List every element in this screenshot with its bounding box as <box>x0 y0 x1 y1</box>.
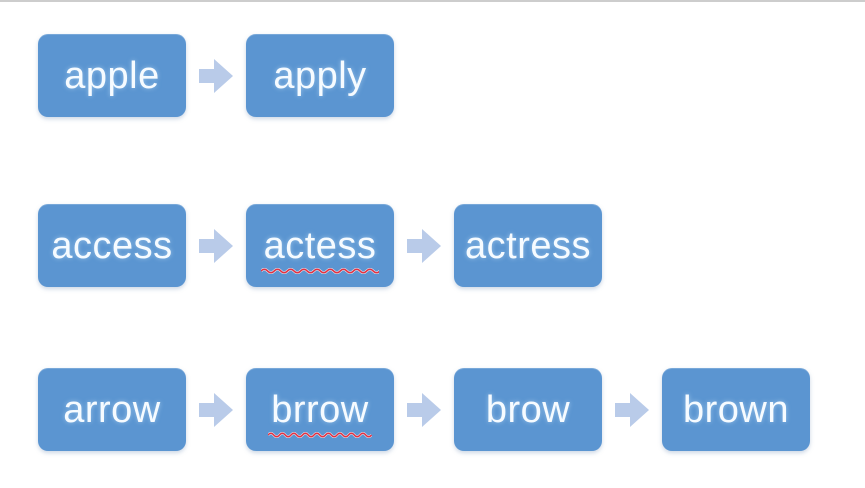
arrow-right-icon <box>407 392 441 427</box>
connector <box>186 57 246 95</box>
arrow-right-icon <box>199 228 233 263</box>
word-ladder-row-2: access actess actress <box>0 204 602 287</box>
word-box-brrow: brrow <box>246 368 394 451</box>
connector <box>186 391 246 429</box>
connector <box>602 391 662 429</box>
word-label: access <box>51 224 173 267</box>
word-box-apple: apple <box>38 34 186 117</box>
word-box-arrow: arrow <box>38 368 186 451</box>
arrow-right-icon <box>199 392 233 427</box>
word-label: apply <box>273 54 367 97</box>
word-box-actress: actress <box>454 204 602 287</box>
word-box-apply: apply <box>246 34 394 117</box>
spellcheck-squiggle-icon <box>260 267 380 274</box>
word-box-access: access <box>38 204 186 287</box>
word-label: apple <box>64 54 160 97</box>
word-label: arrow <box>63 388 161 431</box>
arrow-right-icon <box>407 228 441 263</box>
connector <box>186 227 246 265</box>
word-label: brown <box>683 388 789 431</box>
word-ladder-row-1: apple apply <box>0 34 394 117</box>
word-label: actess <box>260 227 380 274</box>
arrow-right-icon <box>199 58 233 93</box>
connector <box>394 391 454 429</box>
spellcheck-squiggle-icon <box>268 431 372 438</box>
connector <box>394 227 454 265</box>
word-label: brrow <box>268 391 372 438</box>
arrow-right-icon <box>615 392 649 427</box>
word-label: brow <box>485 388 571 431</box>
word-label: actress <box>465 224 591 267</box>
word-box-brown: brown <box>662 368 810 451</box>
word-ladder-row-3: arrow brrow brow brown <box>0 368 810 451</box>
word-box-actess: actess <box>246 204 394 287</box>
word-box-brow: brow <box>454 368 602 451</box>
